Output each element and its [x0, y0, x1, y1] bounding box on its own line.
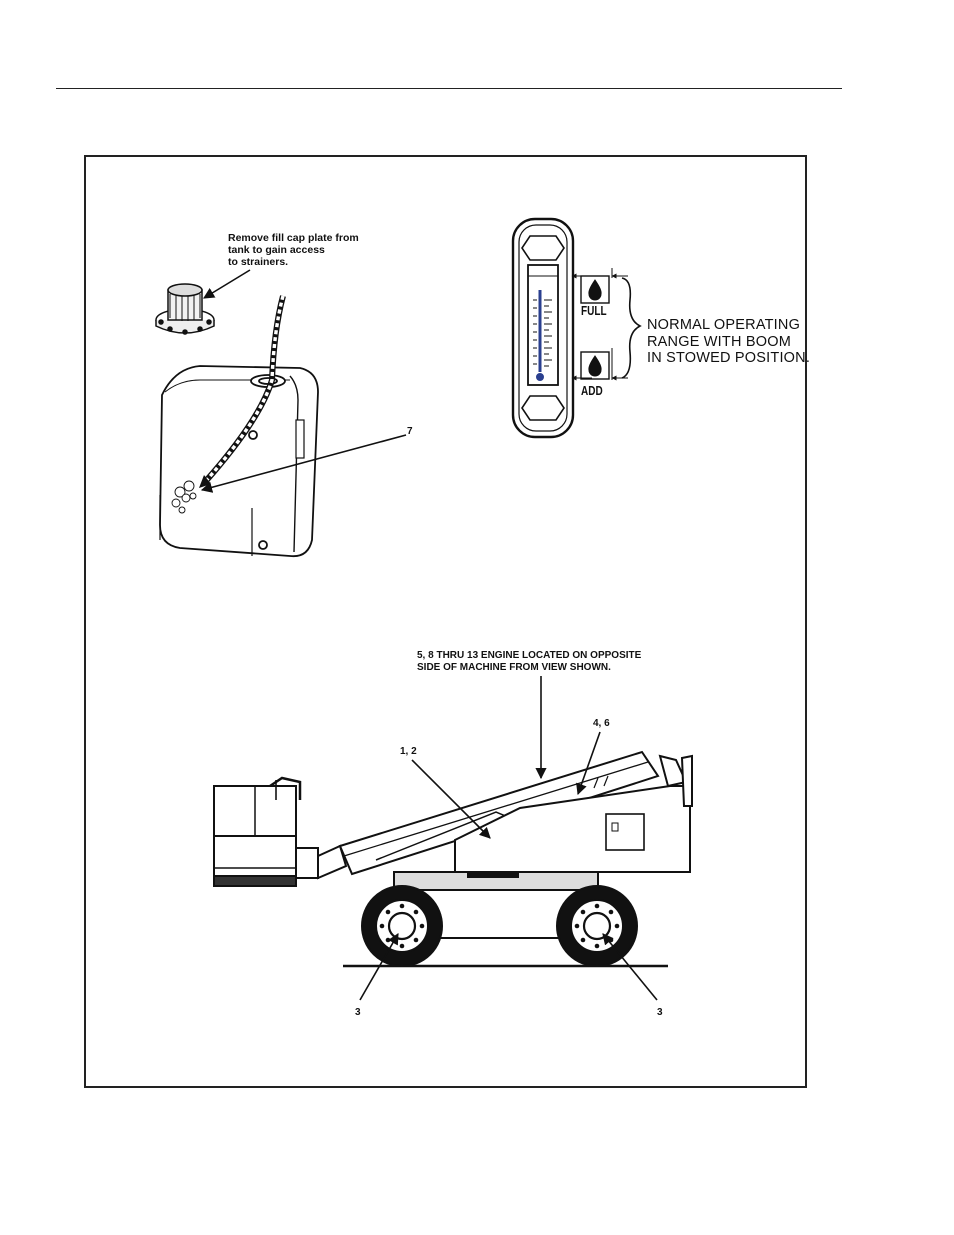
strainer-ref-label: 7	[407, 426, 413, 438]
turntable-ref-label: 4, 6	[593, 718, 610, 730]
engine-location-note: 5, 8 THRU 13 ENGINE LOCATED ON OPPOSITE …	[417, 650, 641, 674]
machine-illustration	[214, 752, 692, 966]
operating-range-note: NORMAL OPERATING RANGE WITH BOOM IN STOW…	[647, 317, 810, 367]
sight-gauge-illustration	[513, 219, 640, 437]
fill-cap-illustration	[156, 284, 214, 334]
front-wheel-ref-label: 3	[355, 1007, 361, 1019]
fill-cap-note: Remove fill cap plate from tank to gain …	[228, 232, 359, 268]
full-mark-label: FULL	[581, 304, 607, 318]
hydraulic-tank-illustration	[160, 366, 318, 556]
add-mark-label: ADD	[581, 384, 603, 398]
boom-ref-label: 1, 2	[400, 746, 417, 758]
rear-wheel-ref-label: 3	[657, 1007, 663, 1019]
